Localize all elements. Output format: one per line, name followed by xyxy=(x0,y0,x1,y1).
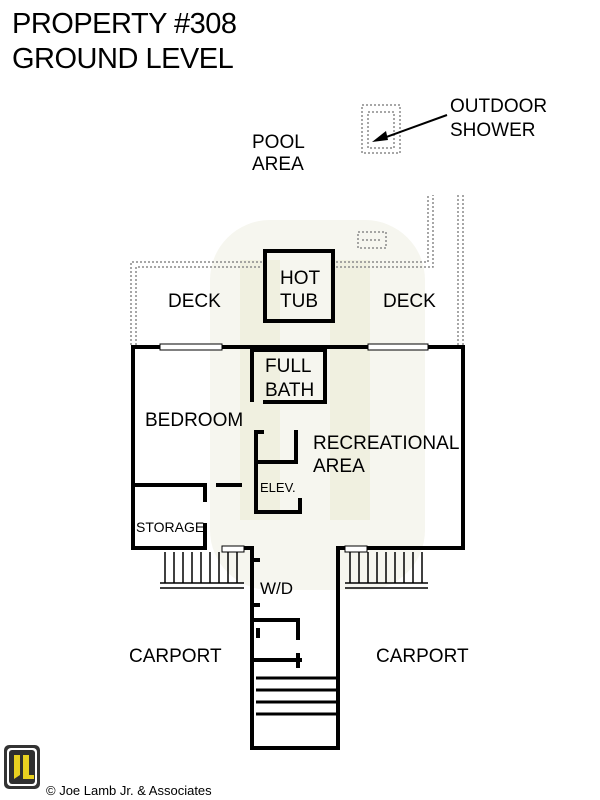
carport-right-label: CARPORT xyxy=(376,646,469,667)
outdoor-shower-label: OUTDOOR xyxy=(450,96,547,117)
deck-outline xyxy=(130,195,464,345)
pool-area-label-2: AREA xyxy=(252,154,304,175)
hot-tub-label: HOT xyxy=(280,268,321,289)
deck-left-label: DECK xyxy=(168,291,221,312)
carport-railings xyxy=(160,552,428,589)
recreational-area-label: RECREATIONAL xyxy=(313,433,459,454)
jl-logo-icon xyxy=(4,745,40,789)
stairs xyxy=(256,676,338,716)
full-bath-label: FULL xyxy=(265,356,311,377)
shower-arrow xyxy=(372,114,448,142)
carport-left-label: CARPORT xyxy=(129,646,222,667)
page-title: PROPERTY #308 xyxy=(12,8,237,40)
bedroom-label: BEDROOM xyxy=(145,410,243,431)
outdoor-shower-outline xyxy=(361,104,401,154)
page-subtitle: GROUND LEVEL xyxy=(12,43,234,75)
recreational-area-label-2: AREA xyxy=(313,456,365,477)
copyright-credit: © Joe Lamb Jr. & Associates xyxy=(46,783,212,798)
hot-tub-label-2: TUB xyxy=(280,291,318,312)
elevator-label: ELEV. xyxy=(260,480,296,495)
outdoor-shower-label-2: SHOWER xyxy=(450,120,536,141)
walls xyxy=(131,249,465,750)
washer-dryer-label: W/D xyxy=(260,579,293,598)
storage-label: STORAGE xyxy=(136,519,204,535)
deck-right-label: DECK xyxy=(383,291,436,312)
full-bath-label-2: BATH xyxy=(265,380,314,401)
windows xyxy=(159,343,429,553)
pool-area-label: POOL xyxy=(252,132,305,153)
